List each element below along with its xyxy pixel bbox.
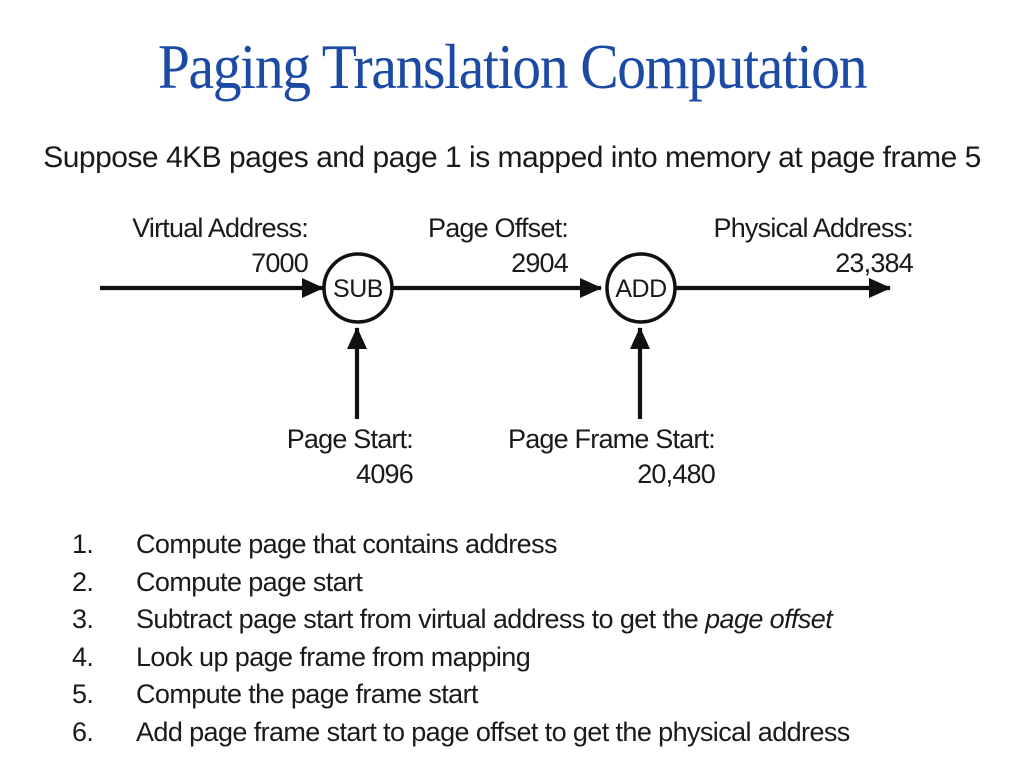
list-item-number: 6. <box>72 716 94 747</box>
list-item-text-normal: Compute page that contains address <box>136 529 557 559</box>
page-start-value: 4096 <box>356 459 414 489</box>
list-item-text: Subtract page start from virtual address… <box>136 601 833 639</box>
list-item-text: Compute the page frame start <box>136 676 478 714</box>
virtual-address-block: Virtual Address: 7000 <box>132 211 309 281</box>
list-item-text: Compute page start <box>136 564 363 602</box>
virtual-address-value: 7000 <box>251 248 309 278</box>
subtitle: Suppose 4KB pages and page 1 is mapped i… <box>43 141 981 174</box>
list-item-text-normal: Look up page frame from mapping <box>136 641 531 672</box>
page-title: Paging Translation Computation <box>157 31 868 102</box>
physical-address-block: Physical Address: 23,384 <box>714 211 914 281</box>
list-item: 3. Subtract page start from virtual addr… <box>72 601 1004 639</box>
list-item: 4. Look up page frame from mapping <box>72 639 1004 677</box>
physical-address-value: 23,384 <box>835 248 914 278</box>
list-item-number: 3. <box>72 604 94 634</box>
page-start-block: Page Start: 4096 <box>286 422 414 492</box>
list-item: 2. Compute page start <box>72 564 1004 602</box>
list-item: 6. Add page frame start to page offset t… <box>72 714 1004 752</box>
list-item-text: Look up page frame from mapping <box>136 639 531 677</box>
list-item: 1. Compute page that contains address <box>72 526 1004 564</box>
list-item-text-italic: page offset <box>705 604 833 634</box>
list-item-text-normal: Compute the page frame start <box>136 679 478 709</box>
physical-address-label: Physical Address: <box>713 213 914 243</box>
sub-node-circle <box>322 252 394 324</box>
sub-node-label: SUB <box>333 275 383 303</box>
list-item-number: 4. <box>72 641 94 672</box>
add-node-label: ADD <box>615 275 666 303</box>
page-start-label: Page Start: <box>286 424 414 454</box>
page-offset-label: Page Offset: <box>428 213 569 243</box>
page-frame-start-value: 20,480 <box>637 459 716 489</box>
virtual-address-label: Virtual Address: <box>132 213 309 243</box>
list-item-text-normal: Subtract page start from virtual address… <box>136 604 706 634</box>
page-offset-block: Page Offset: 2904 <box>428 211 569 281</box>
page-frame-start-block: Page Frame Start: 20,480 <box>508 422 716 492</box>
list-item: 5. Compute the page frame start <box>72 676 1004 714</box>
page-frame-start-label: Page Frame Start: <box>508 424 716 454</box>
steps-list: 1. Compute page that contains address 2.… <box>72 526 1004 751</box>
list-item-number: 1. <box>72 529 94 559</box>
page-offset-value: 2904 <box>511 248 569 278</box>
list-item-text: Add page frame start to page offset to g… <box>136 714 850 752</box>
list-item-text: Compute page that contains address <box>136 526 557 564</box>
list-item-number: 2. <box>72 566 94 597</box>
add-node-circle <box>605 252 677 324</box>
list-item-text-normal: Compute page start <box>136 566 363 597</box>
list-item-number: 5. <box>72 679 94 709</box>
list-item-text-normal: Add page frame start to page offset to g… <box>136 716 850 747</box>
